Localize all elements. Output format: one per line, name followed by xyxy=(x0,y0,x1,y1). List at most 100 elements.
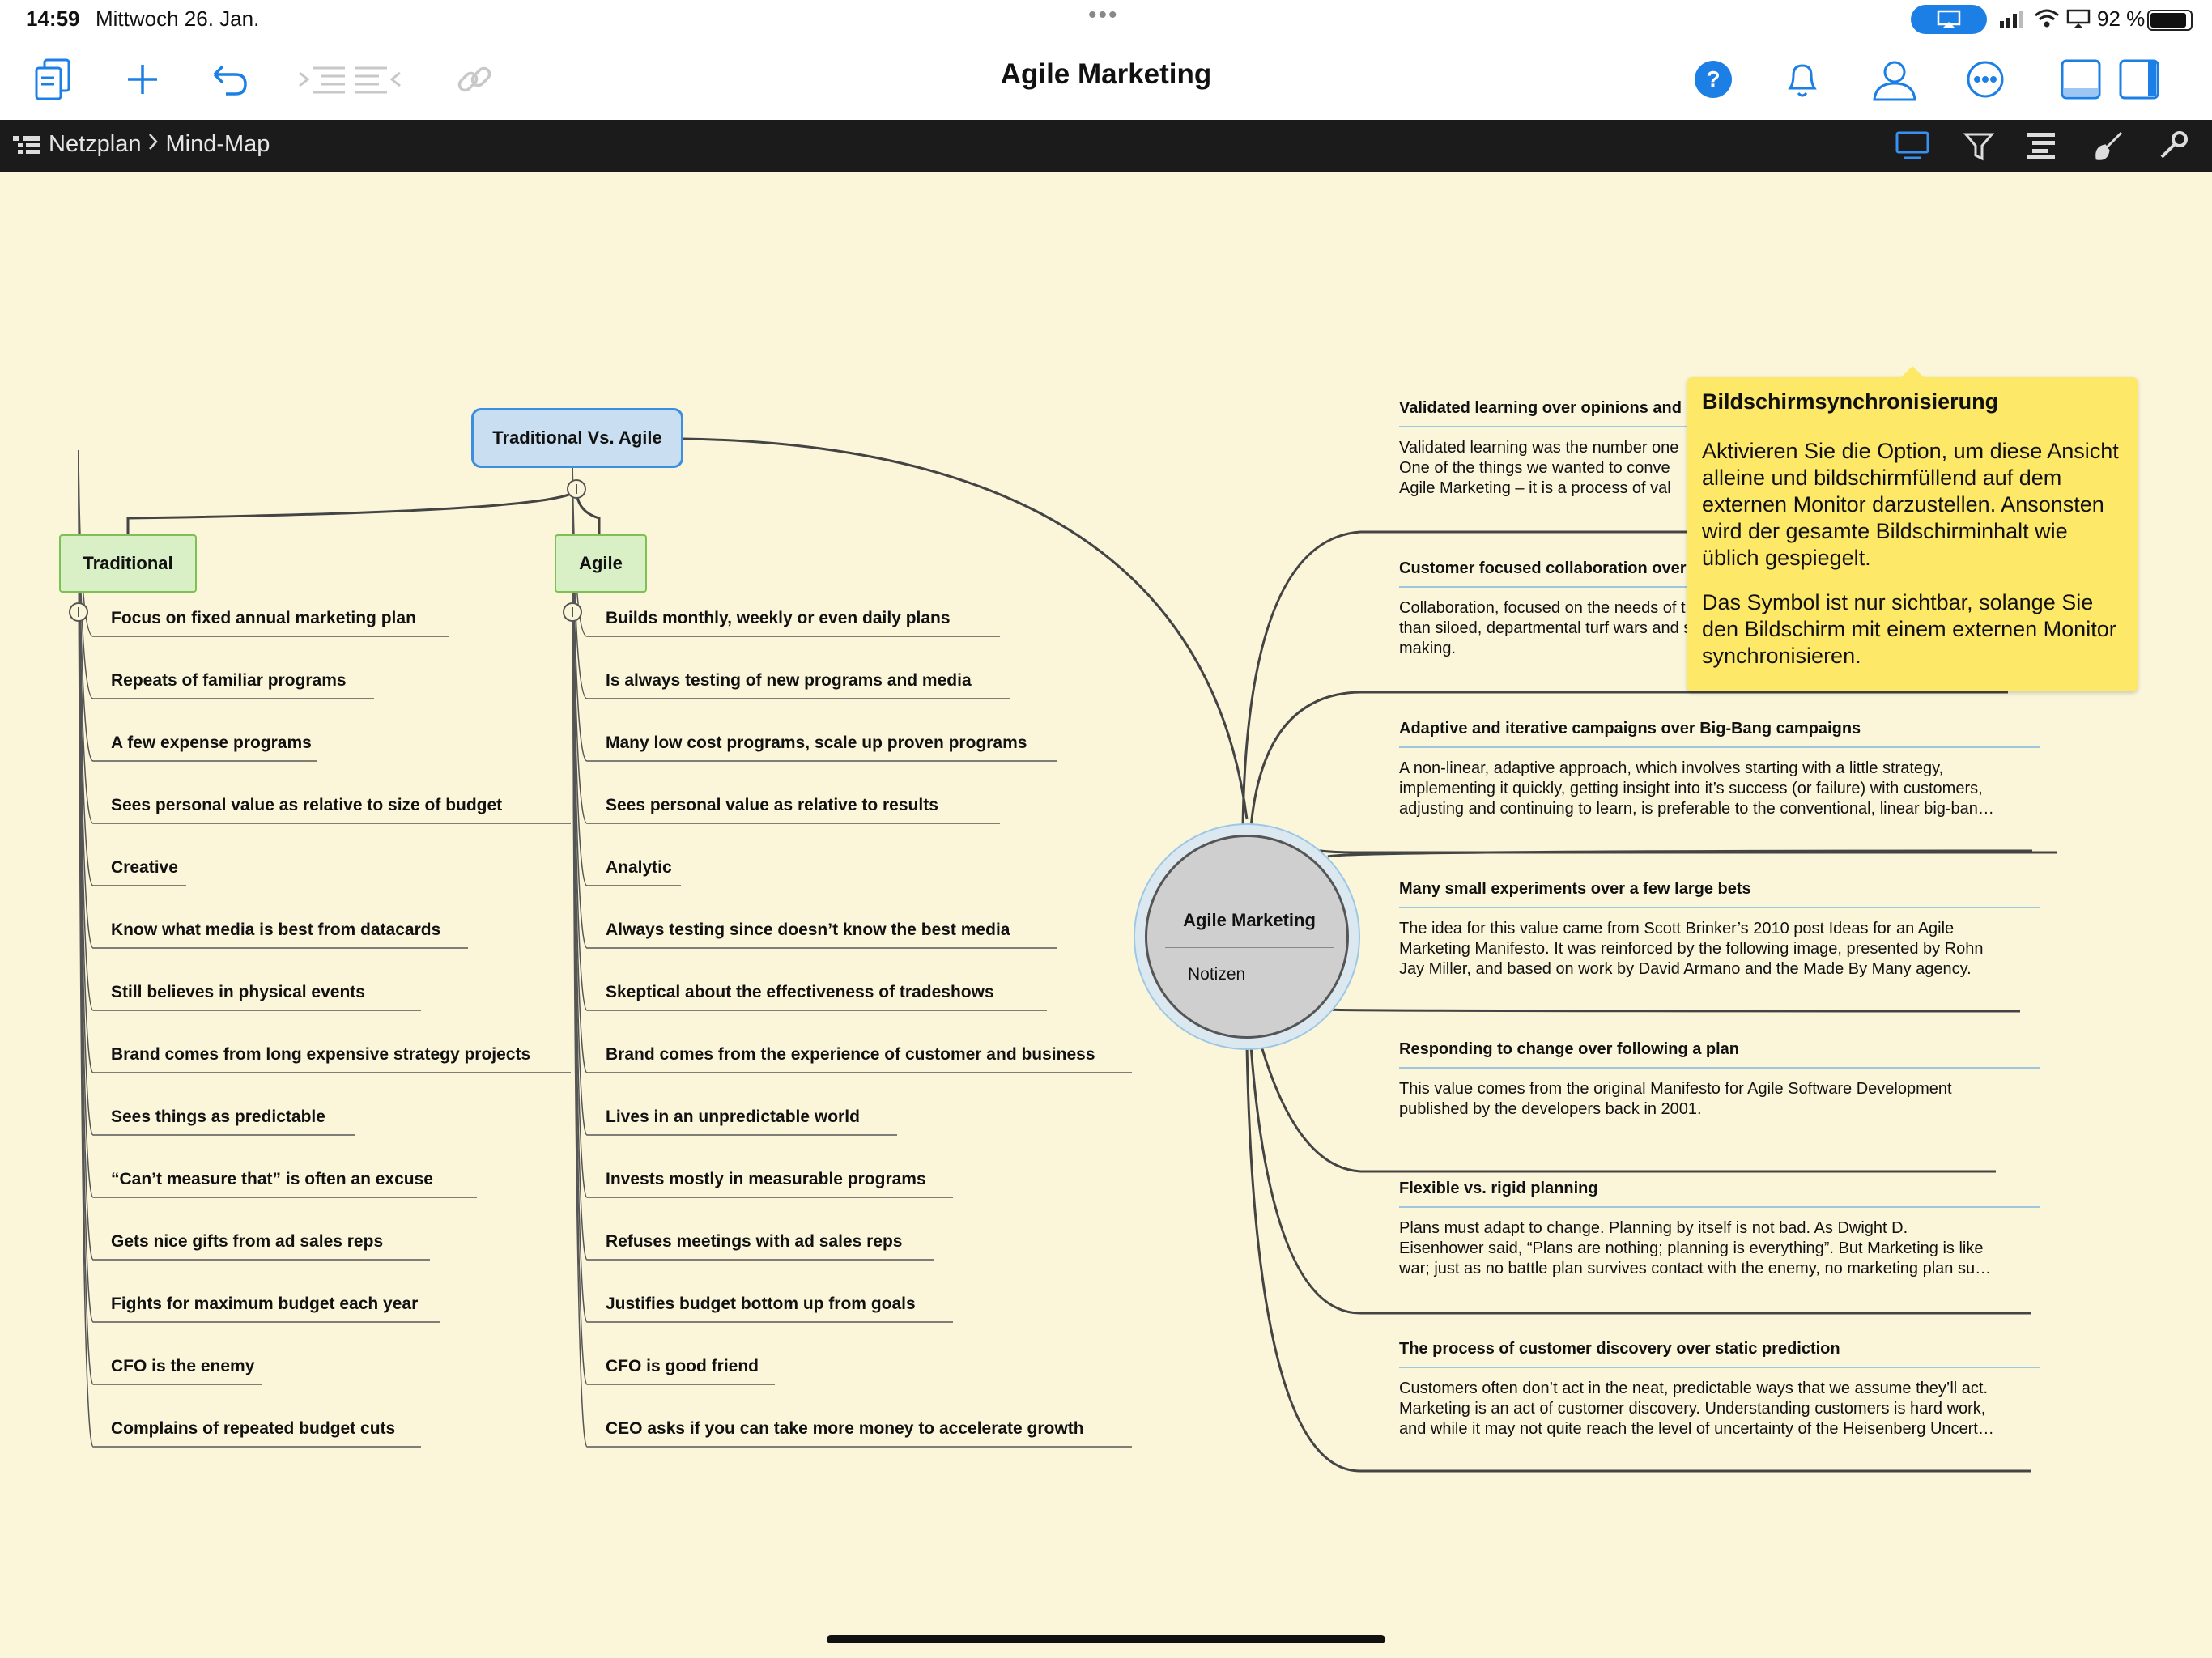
value-description: This value comes from the original Manif… xyxy=(1399,1079,2031,1120)
traditional-item[interactable]: “Can’t measure that” is often an excuse xyxy=(111,1170,433,1188)
value-description: Customers often don’t act in the neat, p… xyxy=(1399,1379,2031,1439)
multitasking-dots-icon[interactable]: ••• xyxy=(1088,2,1119,28)
traditional-item[interactable]: Brand comes from long expensive strategy… xyxy=(111,1045,531,1064)
traditional-item[interactable]: Complains of repeated budget cuts xyxy=(111,1419,396,1438)
bell-icon[interactable] xyxy=(1776,53,1828,105)
agile-item[interactable]: Builds monthly, weekly or even daily pla… xyxy=(606,609,951,627)
traditional-item[interactable]: Sees things as predictable xyxy=(111,1107,325,1126)
collapse-toggle-icon[interactable] xyxy=(567,479,586,499)
collapse-toggle-icon[interactable] xyxy=(69,602,88,622)
agile-item[interactable]: Many low cost programs, scale up proven … xyxy=(606,733,1027,752)
value-description-line: Agile Marketing – it is a process of val xyxy=(1399,479,1671,497)
chevron-right-icon xyxy=(147,131,159,158)
traditional-item[interactable]: Gets nice gifts from ad sales reps xyxy=(111,1232,384,1251)
screen-sync-tooltip: Bildschirmsynchronisierung Aktivieren Si… xyxy=(1687,366,2138,691)
svg-text:?: ? xyxy=(1706,66,1720,91)
toolbar: Agile Marketing ? xyxy=(0,39,2212,120)
breadcrumb-item-netzplan[interactable]: Netzplan xyxy=(49,131,142,157)
node-traditional[interactable]: Traditional xyxy=(59,534,197,593)
traditional-item[interactable]: Still believes in physical events xyxy=(111,983,365,1001)
status-bar: 14:59 Mittwoch 26. Jan. ••• 92 % xyxy=(0,0,2212,39)
breadcrumb-item-mind-map[interactable]: Mind-Map xyxy=(165,131,270,157)
center-node-title: Agile Marketing xyxy=(1183,910,1316,930)
outdent-icon[interactable] xyxy=(296,53,348,105)
undo-icon[interactable] xyxy=(204,53,256,105)
agile-item[interactable]: Skeptical about the effectiveness of tra… xyxy=(606,983,994,1001)
agile-connector xyxy=(572,449,588,1448)
value-description-line: implementing it quickly, getting insight… xyxy=(1399,780,1983,797)
center-node-notes[interactable]: Notizen xyxy=(1188,965,1246,984)
mind-map-canvas[interactable]: Traditional Vs. Agile Traditional Agile … xyxy=(0,172,2212,1658)
agile-item[interactable]: Is always testing of new programs and me… xyxy=(606,671,972,690)
battery-icon xyxy=(2147,10,2193,31)
plus-icon[interactable] xyxy=(117,53,168,105)
screen-mirroring-icon[interactable] xyxy=(1911,5,1987,34)
value-description: A non-linear, adaptive approach, which i… xyxy=(1399,759,2031,819)
traditional-item[interactable]: Repeats of familiar programs xyxy=(111,671,347,690)
link-icon[interactable] xyxy=(449,53,500,105)
tooltip-title: Bildschirmsynchronisierung xyxy=(1702,389,1999,414)
agile-item[interactable]: Analytic xyxy=(606,858,672,877)
help-icon[interactable]: ? xyxy=(1687,53,1739,105)
documents-icon[interactable] xyxy=(28,53,79,105)
value-title[interactable]: Responding to change over following a pl… xyxy=(1399,1040,1740,1058)
traditional-item[interactable]: Focus on fixed annual marketing plan xyxy=(111,609,416,627)
outline-icon[interactable] xyxy=(2023,128,2061,164)
value-title[interactable]: Many small experiments over a few large … xyxy=(1399,880,1751,898)
traditional-item[interactable]: Sees personal value as relative to size … xyxy=(111,796,503,814)
home-indicator[interactable] xyxy=(827,1635,1385,1643)
agile-item[interactable]: Invests mostly in measurable programs xyxy=(606,1170,926,1188)
value-title[interactable]: The process of customer discovery over s… xyxy=(1399,1340,1840,1358)
value-description-line: adjusting and continuing to learn, is pr… xyxy=(1399,800,1994,818)
more-icon[interactable] xyxy=(1959,53,2011,105)
agile-item[interactable]: Justifies budget bottom up from goals xyxy=(606,1295,916,1313)
value-description-line: Jay Miller, and based on work by David A… xyxy=(1399,960,1972,978)
value-title[interactable]: Flexible vs. rigid planning xyxy=(1399,1180,1598,1197)
connector-lines xyxy=(78,426,2057,1473)
panel-bottom-icon[interactable] xyxy=(2055,53,2107,105)
agile-item[interactable]: CFO is good friend xyxy=(606,1357,759,1375)
value-title[interactable]: Validated learning over opinions and xyxy=(1399,399,1682,417)
value-title[interactable]: Adaptive and iterative campaigns over Bi… xyxy=(1399,720,1861,738)
value-description-line: Marketing is an act of customer discover… xyxy=(1399,1400,1986,1418)
agile-item[interactable]: Refuses meetings with ad sales reps xyxy=(606,1232,903,1251)
traditional-item[interactable]: Creative xyxy=(111,858,178,877)
indent-icon[interactable] xyxy=(351,53,403,105)
value-description-line: One of the things we wanted to conve xyxy=(1399,459,1670,477)
node-agile[interactable]: Agile xyxy=(555,534,647,593)
value-description-line: Customers often don’t act in the neat, p… xyxy=(1399,1380,1989,1397)
value-description-line: and while it may not quite reach the lev… xyxy=(1399,1420,1994,1438)
value-description-line: making. xyxy=(1399,640,1457,657)
traditional-item[interactable]: Fights for maximum budget each year xyxy=(111,1295,419,1313)
agile-item[interactable]: Lives in an unpredictable world xyxy=(606,1107,860,1126)
value-description-line: Marketing Manifesto. It was reinforced b… xyxy=(1399,940,1984,958)
node-traditional-vs-agile[interactable]: Traditional Vs. Agile xyxy=(471,408,683,468)
value-description-line: published by the developers back in 2001… xyxy=(1399,1100,1702,1118)
outline-view-icon[interactable] xyxy=(13,134,40,155)
agile-item[interactable]: Always testing since doesn’t know the be… xyxy=(606,920,1010,939)
traditional-item[interactable]: Know what media is best from datacards xyxy=(111,920,441,939)
value-description: The idea for this value came from Scott … xyxy=(1399,919,2031,980)
wrench-icon[interactable] xyxy=(2154,128,2193,164)
value-description-line: The idea for this value came from Scott … xyxy=(1399,920,1955,937)
screen-sync-icon[interactable] xyxy=(1893,128,1932,164)
screen-sync-status-icon xyxy=(2066,9,2091,28)
value-description-line: war; just as no battle plan survives con… xyxy=(1399,1260,1992,1278)
traditional-item[interactable]: A few expense programs xyxy=(111,733,312,752)
filter-icon[interactable] xyxy=(1959,128,1998,164)
brush-icon[interactable] xyxy=(2089,128,2128,164)
agile-item[interactable]: Sees personal value as relative to resul… xyxy=(606,796,938,814)
agile-item[interactable]: Brand comes from the experience of custo… xyxy=(606,1045,1095,1064)
document-title: Agile Marketing xyxy=(1000,58,1212,90)
value-description-line: This value comes from the original Manif… xyxy=(1399,1080,1952,1098)
value-description-line: Plans must adapt to change. Planning by … xyxy=(1399,1219,1908,1237)
user-icon[interactable] xyxy=(1869,53,1921,105)
node-agile-marketing[interactable]: Agile Marketing Notizen xyxy=(1134,823,1360,1050)
agile-item[interactable]: CEO asks if you can take more money to a… xyxy=(606,1419,1084,1438)
collapse-toggle-icon[interactable] xyxy=(563,602,582,622)
panel-right-icon[interactable] xyxy=(2113,53,2165,105)
battery-percent: 92 % xyxy=(2097,6,2146,31)
traditional-connector xyxy=(78,449,94,1448)
traditional-item[interactable]: CFO is the enemy xyxy=(111,1357,255,1375)
